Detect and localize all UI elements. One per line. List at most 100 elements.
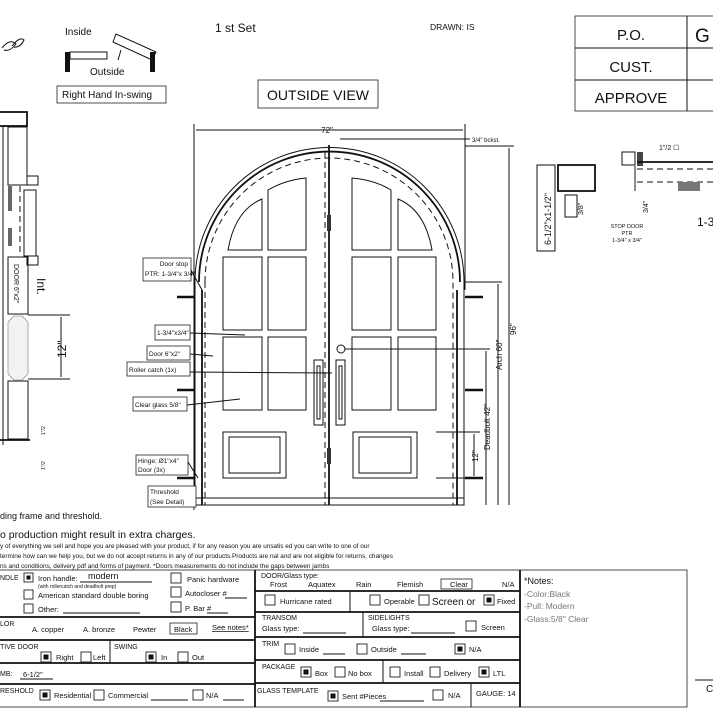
operable-label: Operable	[384, 597, 415, 606]
glass-type-label: DOOR/Glass type:	[261, 573, 319, 580]
autocloser-checkbox[interactable]	[170, 586, 182, 598]
threshold-commercial-checkbox[interactable]	[93, 689, 105, 701]
swing-in-label: In	[161, 653, 167, 662]
ltl-label: LTL	[493, 669, 505, 678]
active-right-label: Right	[56, 653, 74, 662]
package-nobox-checkbox[interactable]	[334, 666, 346, 678]
callout-door-stop: Door stop	[160, 261, 189, 268]
dim-34: 3/4"	[643, 200, 650, 213]
pbar-checkbox[interactable]	[170, 601, 182, 613]
stop-door-1: STOP DOOR	[611, 224, 644, 230]
jamb-value[interactable]: 6-1/2"	[23, 670, 43, 679]
see-notes-link[interactable]: See notes*	[212, 623, 249, 632]
stop-door-3: 1-3/4" x 3/4"	[612, 238, 642, 244]
delivery-checkbox[interactable]	[429, 666, 441, 678]
tube-dim: 1"/2 ☐	[659, 144, 679, 152]
swing-inside-label: Inside	[65, 27, 92, 38]
callout-door-size: Door 6"x2"	[149, 351, 181, 358]
approve-label: APPROVE	[595, 90, 668, 107]
transom-label: TRANSOM	[262, 615, 297, 622]
deadbolt-icon	[336, 344, 346, 354]
swing-out-checkbox[interactable]	[177, 651, 189, 663]
glass-option-rain[interactable]: Rain	[356, 580, 371, 589]
left-dim-half-1: 1"/2	[41, 426, 47, 435]
handle-label: NDLE	[0, 575, 19, 582]
trim-outside-checkbox[interactable]	[356, 643, 368, 655]
glass-option-clear[interactable]: Clear	[450, 580, 468, 589]
operable-checkbox[interactable]	[369, 594, 381, 606]
notes-title: *Notes:	[524, 576, 554, 586]
left-door-label: DOOR 6"x2"	[12, 264, 19, 304]
glass-option-flemish[interactable]: Flemish	[397, 580, 423, 589]
color-option-bronze[interactable]: A. bronze	[83, 625, 115, 634]
corner-letter: C	[706, 684, 713, 695]
threshold-na-checkbox[interactable]	[192, 689, 204, 701]
american-boring-label: American standard double boring	[38, 591, 149, 600]
swing-label: SWING	[114, 644, 138, 651]
cust-label: CUST.	[609, 59, 652, 76]
right-section-detail: 6-1/2"x1-1/2" 3/8" 3/4" STOP DOOR PTR 1-…	[536, 144, 713, 252]
bracket-dim: 3/4" bckst.	[472, 138, 500, 144]
threshold-label: RESHOLD	[0, 688, 34, 695]
trim-outside-label: Outside	[371, 645, 397, 654]
note-line-3: y of everything we sell and hope you are…	[0, 543, 370, 550]
active-left-label: Left	[93, 653, 106, 662]
left-dim-half-2: 1"/2	[41, 461, 47, 470]
trim-label: TRIM	[262, 641, 279, 648]
transom-glass-label: Glass type:	[262, 624, 300, 633]
stop-door-2: PTR	[622, 231, 633, 237]
callout-threshold: Threshold	[150, 489, 179, 496]
notes-item: -Pull: Modern	[524, 601, 575, 611]
color-option-pewter[interactable]: Pewter	[133, 625, 157, 634]
deadbolt-dim: Deadbolt 42"	[483, 404, 492, 450]
delivery-label: Delivery	[444, 669, 471, 678]
dim-38: 3/8"	[578, 202, 585, 215]
glass-option-aquatex[interactable]: Aquatex	[308, 580, 336, 589]
iron-handle-note: (with rollercatch and deadbolt prep)	[38, 584, 117, 590]
glass-option-na[interactable]: N/A	[502, 580, 515, 589]
callout-roller-catch: Roller catch (1x)	[129, 367, 176, 374]
left-dim-12: 12"	[55, 340, 69, 358]
set-label: 1 st Set	[215, 21, 256, 35]
glass-template-na-checkbox[interactable]	[432, 689, 444, 701]
color-option-black[interactable]: Black	[174, 625, 193, 634]
package-nobox-label: No box	[348, 669, 372, 678]
view-title: OUTSIDE VIEW	[267, 87, 370, 103]
notes-item: -Color:Black	[524, 589, 571, 599]
callout-door-stop-ptr: PTR: 1-3/4"x 3/4"	[145, 271, 196, 278]
trim-inside-checkbox[interactable]	[284, 643, 296, 655]
american-boring-checkbox[interactable]	[23, 589, 34, 600]
callout-hinge: Hinge: Ø1"x4"	[138, 458, 179, 465]
note-line-1: ding frame and threshold.	[0, 511, 102, 521]
package-box-label: Box	[315, 669, 328, 678]
panic-hardware-checkbox[interactable]	[170, 572, 182, 584]
color-label: LOR	[0, 621, 14, 628]
glass-option-frost[interactable]: Frost	[270, 580, 288, 589]
swing-out-label: Out	[192, 653, 205, 662]
callout-clear-glass: Clear glass 5/8"	[135, 402, 181, 409]
callout-frame-size: 1-3/4"x3/4"	[157, 330, 189, 337]
hurricane-checkbox[interactable]	[264, 594, 276, 606]
threshold-residential-label: Residential	[54, 691, 91, 700]
panel-dim: 12"	[471, 450, 480, 462]
threshold-commercial-label: Commercial	[108, 691, 148, 700]
hurricane-label: Hurricane rated	[280, 597, 332, 606]
trim-na-label: N/A	[469, 645, 482, 654]
pbar-label: P. Bar #	[185, 604, 212, 613]
sidelights-screen-checkbox[interactable]	[465, 620, 477, 632]
other-handle-label: Other:	[38, 605, 59, 614]
autocloser-label: Autocloser #	[185, 589, 228, 598]
screen-checkbox[interactable]	[418, 594, 430, 606]
callout-hinge-count: Door (3x)	[138, 467, 165, 474]
swing-type-label: Right Hand In-swing	[62, 90, 152, 101]
jamb-label: MB:	[0, 671, 13, 678]
color-option-copper[interactable]: A. copper	[32, 625, 65, 634]
other-handle-checkbox[interactable]	[23, 603, 34, 614]
install-checkbox[interactable]	[389, 666, 401, 678]
threshold-na-label: N/A	[206, 691, 219, 700]
height-dim: 96"	[509, 323, 518, 335]
po-label: P.O.	[617, 27, 645, 44]
screen-or-label: Screen or	[432, 597, 476, 608]
active-left-checkbox[interactable]	[80, 651, 92, 663]
